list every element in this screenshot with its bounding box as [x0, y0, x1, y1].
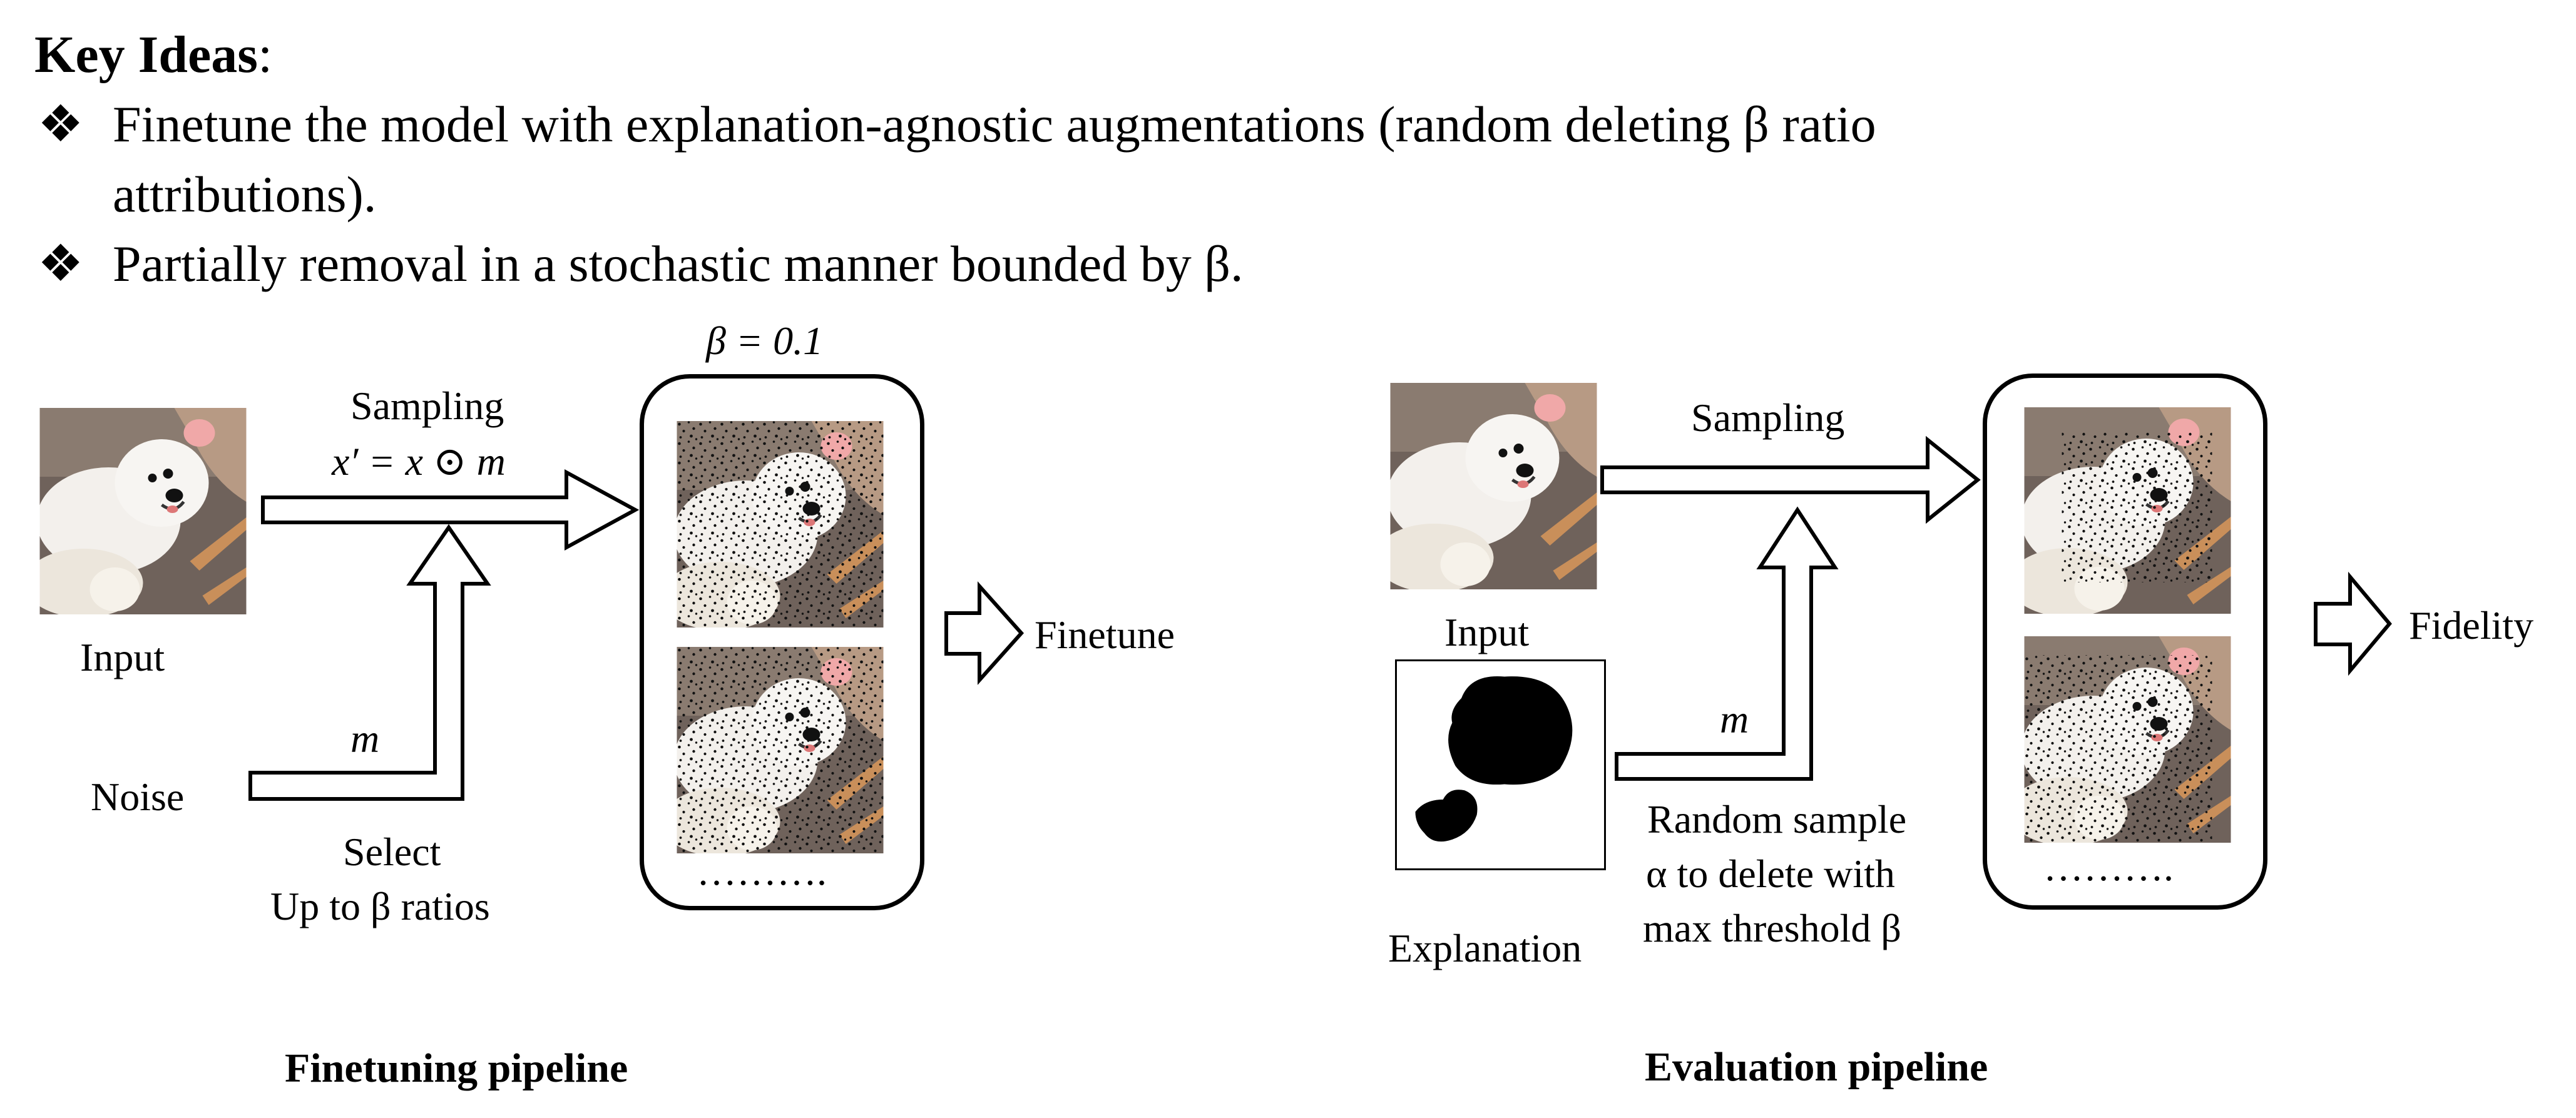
- bullet-partial-removal: ❖ Partially removal in a stochastic manne…: [38, 229, 1244, 299]
- explanation-mask-image: [1395, 659, 1606, 870]
- finetune-samples-panel: [640, 374, 924, 910]
- finetune-sample-photo-1: [676, 421, 884, 628]
- eval-input-photo: [1389, 383, 1598, 589]
- finetune-input-photo: [39, 408, 247, 614]
- finetune-sampling-label: Sampling: [350, 384, 504, 428]
- finetune-output-label: Finetune: [1035, 612, 1175, 657]
- bullet-partial-removal-text: Partially removal in a stochastic manner…: [113, 235, 1244, 292]
- select-label-line2: Up to β ratios: [270, 884, 490, 928]
- key-ideas-colon: :: [258, 26, 273, 84]
- bullet-finetune-text: Finetune the model with explanation-agno…: [113, 96, 1876, 153]
- eval-explanation-arrow: [1615, 506, 1839, 781]
- eval-input-label: Input: [1444, 610, 1530, 654]
- eval-m-label: m: [1720, 697, 1749, 741]
- eval-output-arrow: [2314, 571, 2392, 676]
- finetuning-pipeline-caption: Finetuning pipeline: [285, 1045, 628, 1091]
- random-sample-line1: Random sample: [1647, 797, 1907, 841]
- eval-sampling-label: Sampling: [1691, 395, 1845, 440]
- eval-more-samples-ellipsis: ……….: [2043, 845, 2174, 889]
- eval-sampling-arrow: [1600, 435, 1981, 524]
- eval-samples-panel: [1983, 374, 2267, 910]
- key-ideas-heading: Key Ideas: [34, 26, 258, 84]
- finetune-noise-arrow: [248, 524, 491, 801]
- diamond-bullet-icon: ❖: [38, 235, 84, 292]
- bullet-finetune-continuation: attributions).: [113, 166, 377, 223]
- random-sample-line3: max threshold β: [1643, 906, 1901, 950]
- finetune-sample-photo-2: [676, 647, 884, 853]
- finetune-sampling-arrow: [261, 469, 640, 551]
- finetune-formula: x′ = x ⊙ m: [332, 439, 506, 484]
- evaluation-pipeline-caption: Evaluation pipeline: [1645, 1044, 1988, 1090]
- finetune-m-label: m: [350, 716, 380, 761]
- finetune-more-samples-ellipsis: ……….: [697, 849, 827, 893]
- random-sample-line2: α to delete with: [1646, 851, 1895, 896]
- bullet-finetune: ❖ Finetune the model with explanation-agn…: [38, 89, 1876, 160]
- finetune-input-label: Input: [80, 635, 165, 679]
- key-ideas-title: Key Ideas:: [34, 24, 272, 86]
- explanation-label: Explanation: [1388, 926, 1582, 970]
- eval-sample-photo-2: [2023, 636, 2232, 843]
- noise-label: Noise: [91, 775, 185, 819]
- eval-output-label: Fidelity: [2409, 603, 2534, 648]
- beta-label: β = 0.1: [706, 318, 824, 363]
- select-label-line1: Select: [343, 830, 441, 874]
- diamond-bullet-icon: ❖: [38, 96, 84, 153]
- finetune-output-arrow: [944, 581, 1025, 685]
- eval-sample-photo-1: [2023, 407, 2232, 614]
